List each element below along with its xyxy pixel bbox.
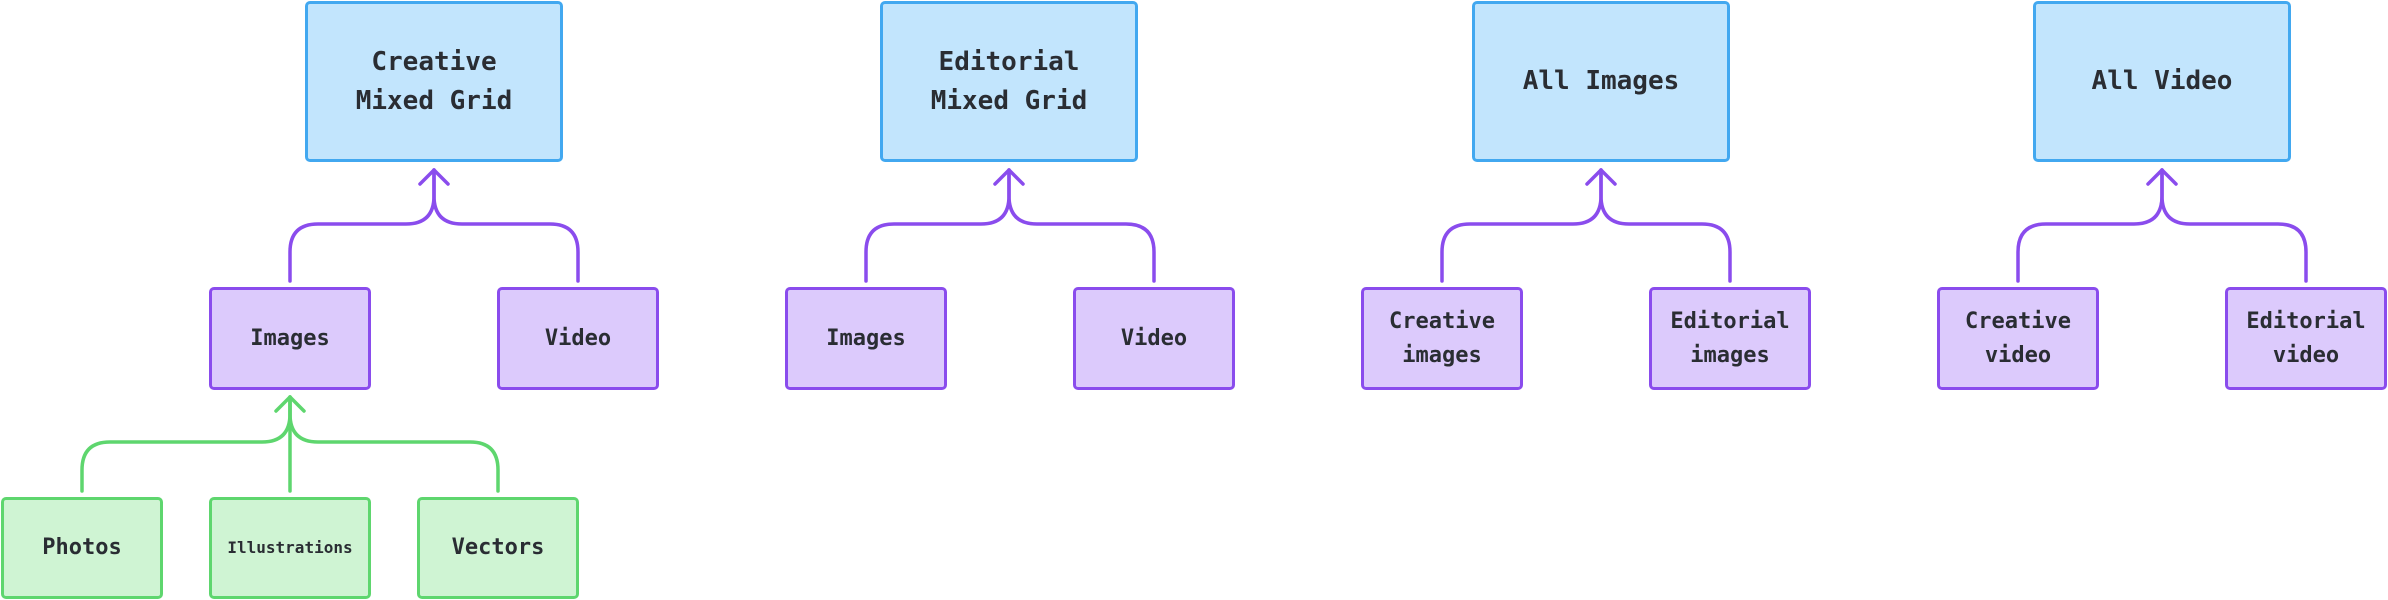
root-node-editorial-mixed-grid: Editorial Mixed Grid	[880, 1, 1138, 162]
connector-line	[432, 168, 580, 283]
leaf-node-photos: Photos	[1, 497, 163, 599]
arrowhead	[418, 168, 450, 186]
connector-line	[288, 395, 500, 493]
connector-line	[1599, 168, 1732, 283]
child-node-video: Video	[1073, 287, 1235, 390]
arrowhead	[993, 168, 1025, 186]
connector-line	[288, 168, 436, 283]
arrowhead	[2146, 168, 2178, 186]
root-node-creative-mixed-grid: Creative Mixed Grid	[305, 1, 563, 162]
child-node-video: Video	[497, 287, 659, 390]
connector-line	[2160, 168, 2308, 283]
connector-line	[2016, 168, 2164, 283]
root-node-all-video: All Video	[2033, 1, 2291, 162]
child-node-editorial-images: Editorial images	[1649, 287, 1811, 390]
connector-line	[80, 395, 292, 493]
root-node-all-images: All Images	[1472, 1, 1730, 162]
child-node-creative-images: Creative images	[1361, 287, 1523, 390]
connector-line	[864, 168, 1011, 283]
arrowhead	[1585, 168, 1617, 186]
child-node-editorial-video: Editorial video	[2225, 287, 2387, 390]
child-node-creative-video: Creative video	[1937, 287, 2099, 390]
child-node-images: Images	[209, 287, 371, 390]
connector-line	[1007, 168, 1156, 283]
leaf-node-illustrations: Illustrations	[209, 497, 371, 599]
child-node-images: Images	[785, 287, 947, 390]
leaf-node-vectors: Vectors	[417, 497, 579, 599]
arrowhead	[274, 395, 306, 413]
connector-line	[1440, 168, 1603, 283]
